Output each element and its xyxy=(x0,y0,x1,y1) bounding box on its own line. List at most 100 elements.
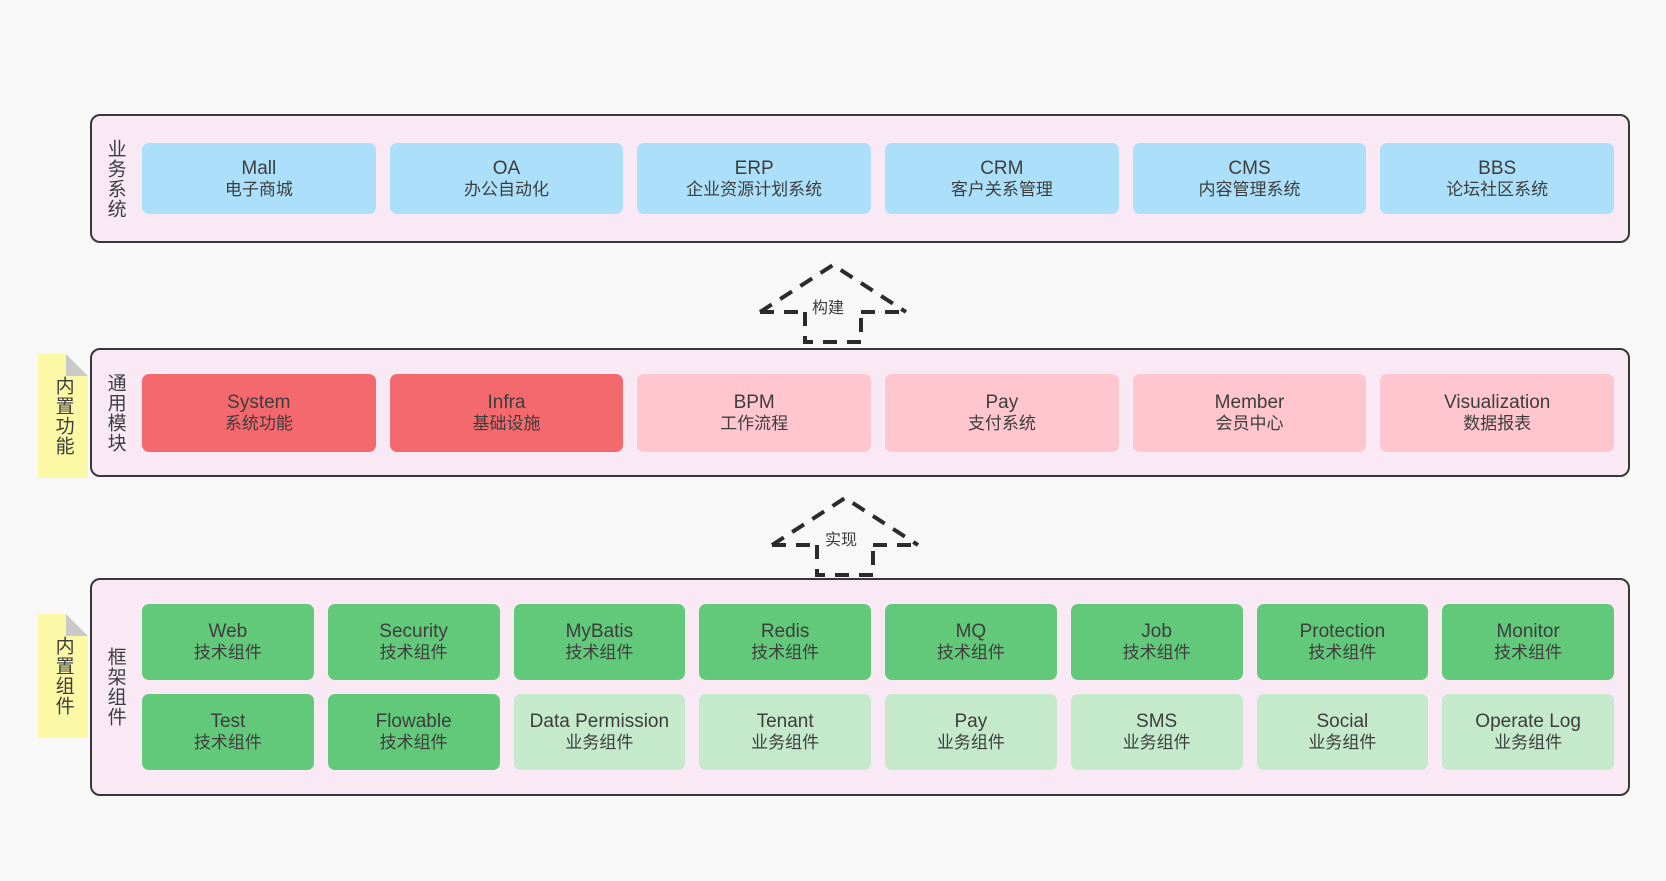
card-title: Pay xyxy=(985,391,1019,413)
card-operate-log[interactable]: Operate Log 业务组件 xyxy=(1442,694,1614,770)
card-row: System 系统功能 Infra 基础设施 BPM 工作流程 Pay 支付系统… xyxy=(142,373,1615,452)
note-builtin-function: 内置功能 xyxy=(38,354,88,478)
card-subtitle: 企业资源计划系统 xyxy=(686,179,823,199)
layer-body-business-system: Mall 电子商城 OA 办公自动化 ERP 企业资源计划系统 CRM 客户关系… xyxy=(138,116,1628,241)
card-mq[interactable]: MQ 技术组件 xyxy=(885,604,1057,680)
card-bpm[interactable]: BPM 工作流程 xyxy=(637,373,872,452)
note-label: 内置功能 xyxy=(52,376,74,456)
card-visualization[interactable]: Visualization 数据报表 xyxy=(1380,373,1615,452)
card-social[interactable]: Social 业务组件 xyxy=(1256,694,1429,770)
card-subtitle: 电子商城 xyxy=(224,179,293,199)
card-subtitle: 办公自动化 xyxy=(464,179,549,199)
connector-build-arrow xyxy=(758,262,908,344)
card-mall[interactable]: Mall 电子商城 xyxy=(142,143,376,214)
card-job[interactable]: Job 技术组件 xyxy=(1070,604,1243,680)
card-title: Monitor xyxy=(1496,621,1560,643)
card-subtitle: 技术组件 xyxy=(1308,643,1377,663)
layer-title-framework-component: 框架组件 xyxy=(104,647,126,727)
card-rows: Web 技术组件 Security 技术组件 MyBatis 技术组件 Redi… xyxy=(142,604,1614,770)
card-subtitle: 技术组件 xyxy=(379,733,448,753)
card-title: Job xyxy=(1141,621,1172,643)
card-subtitle: 业务组件 xyxy=(1122,733,1191,753)
layer-body-common-module: System 系统功能 Infra 基础设施 BPM 工作流程 Pay 支付系统… xyxy=(138,350,1628,475)
card-protection[interactable]: Protection 技术组件 xyxy=(1256,604,1429,680)
card-title: Protection xyxy=(1299,621,1386,643)
card-subtitle: 会员中心 xyxy=(1215,413,1284,433)
card-data-permission[interactable]: Data Permission 业务组件 xyxy=(513,694,686,770)
card-erp[interactable]: ERP 企业资源计划系统 xyxy=(637,143,872,214)
card-title: Operate Log xyxy=(1475,711,1581,733)
card-title: OA xyxy=(492,157,521,179)
card-title: Member xyxy=(1214,391,1285,413)
card-cms[interactable]: CMS 内容管理系统 xyxy=(1132,143,1367,214)
card-row: Web 技术组件 Security 技术组件 MyBatis 技术组件 Redi… xyxy=(142,604,1614,680)
card-title: ERP xyxy=(734,157,774,179)
card-title: Web xyxy=(208,621,248,643)
card-title: Security xyxy=(379,621,448,643)
card-bbs[interactable]: BBS 论坛社区系统 xyxy=(1380,143,1615,214)
card-crm[interactable]: CRM 客户关系管理 xyxy=(885,143,1119,214)
card-redis[interactable]: Redis 技术组件 xyxy=(699,604,871,680)
layer-body-framework-component: Web 技术组件 Security 技术组件 MyBatis 技术组件 Redi… xyxy=(138,580,1628,794)
card-title: System xyxy=(227,391,291,413)
card-subtitle: 业务组件 xyxy=(565,733,634,753)
card-monitor[interactable]: Monitor 技术组件 xyxy=(1442,604,1614,680)
card-pay-business[interactable]: Pay 业务组件 xyxy=(885,694,1057,770)
note-fold-corner xyxy=(66,354,88,376)
layer-title-business-system: 业务系统 xyxy=(104,138,126,219)
card-subtitle: 技术组件 xyxy=(379,643,448,663)
card-title: Pay xyxy=(954,711,988,733)
card-subtitle: 技术组件 xyxy=(1122,643,1191,663)
card-title: CRM xyxy=(980,157,1024,179)
card-subtitle: 内容管理系统 xyxy=(1198,179,1301,199)
card-sms[interactable]: SMS 业务组件 xyxy=(1070,694,1243,770)
card-title: Flowable xyxy=(375,711,452,733)
card-title: Tenant xyxy=(756,711,814,733)
layer-title-common-module: 通用模块 xyxy=(104,372,126,453)
layer-business-system: 业务系统 Mall 电子商城 OA 办公自动化 ERP 企业资源计划系统 CRM… xyxy=(90,114,1630,243)
card-web[interactable]: Web 技术组件 xyxy=(142,604,314,680)
card-title: CMS xyxy=(1228,157,1271,179)
card-title: Data Permission xyxy=(529,711,670,733)
note-label: 内置组件 xyxy=(52,636,74,716)
connector-implement-arrow xyxy=(770,495,920,577)
card-security[interactable]: Security 技术组件 xyxy=(327,604,500,680)
card-tenant[interactable]: Tenant 业务组件 xyxy=(699,694,871,770)
card-subtitle: 业务组件 xyxy=(1494,733,1563,753)
card-subtitle: 技术组件 xyxy=(751,643,820,663)
card-member[interactable]: Member 会员中心 xyxy=(1132,373,1367,452)
card-subtitle: 业务组件 xyxy=(936,733,1005,753)
card-mybatis[interactable]: MyBatis 技术组件 xyxy=(513,604,686,680)
card-subtitle: 客户关系管理 xyxy=(950,179,1053,199)
card-title: MyBatis xyxy=(565,621,634,643)
card-subtitle: 论坛社区系统 xyxy=(1446,179,1549,199)
card-subtitle: 业务组件 xyxy=(1308,733,1377,753)
card-title: Mall xyxy=(241,157,277,179)
card-subtitle: 基础设施 xyxy=(472,413,541,433)
card-title: SMS xyxy=(1136,711,1178,733)
card-infra[interactable]: Infra 基础设施 xyxy=(389,373,624,452)
card-title: Redis xyxy=(760,621,810,643)
layer-framework-component: 框架组件 Web 技术组件 Security 技术组件 MyBatis 技术组件 xyxy=(90,578,1630,796)
card-subtitle: 支付系统 xyxy=(967,413,1036,433)
card-subtitle: 系统功能 xyxy=(224,413,293,433)
card-pay[interactable]: Pay 支付系统 xyxy=(885,373,1119,452)
card-title: Infra xyxy=(487,391,526,413)
card-row: Test 技术组件 Flowable 技术组件 Data Permission … xyxy=(142,694,1614,770)
card-flowable[interactable]: Flowable 技术组件 xyxy=(327,694,500,770)
card-subtitle: 技术组件 xyxy=(565,643,634,663)
card-system[interactable]: System 系统功能 xyxy=(142,373,376,452)
card-title: BBS xyxy=(1478,157,1517,179)
card-subtitle: 技术组件 xyxy=(1494,643,1563,663)
card-subtitle: 工作流程 xyxy=(720,413,789,433)
card-title: Visualization xyxy=(1444,391,1551,413)
card-subtitle: 技术组件 xyxy=(936,643,1005,663)
card-subtitle: 技术组件 xyxy=(193,643,262,663)
connector-implement-label: 实现 xyxy=(825,532,858,549)
card-title: Test xyxy=(210,711,246,733)
card-title: Social xyxy=(1316,711,1369,733)
card-subtitle: 数据报表 xyxy=(1463,413,1532,433)
card-test[interactable]: Test 技术组件 xyxy=(142,694,314,770)
card-oa[interactable]: OA 办公自动化 xyxy=(389,143,624,214)
layer-common-module: 通用模块 System 系统功能 Infra 基础设施 BPM 工作流程 Pay… xyxy=(90,348,1630,477)
